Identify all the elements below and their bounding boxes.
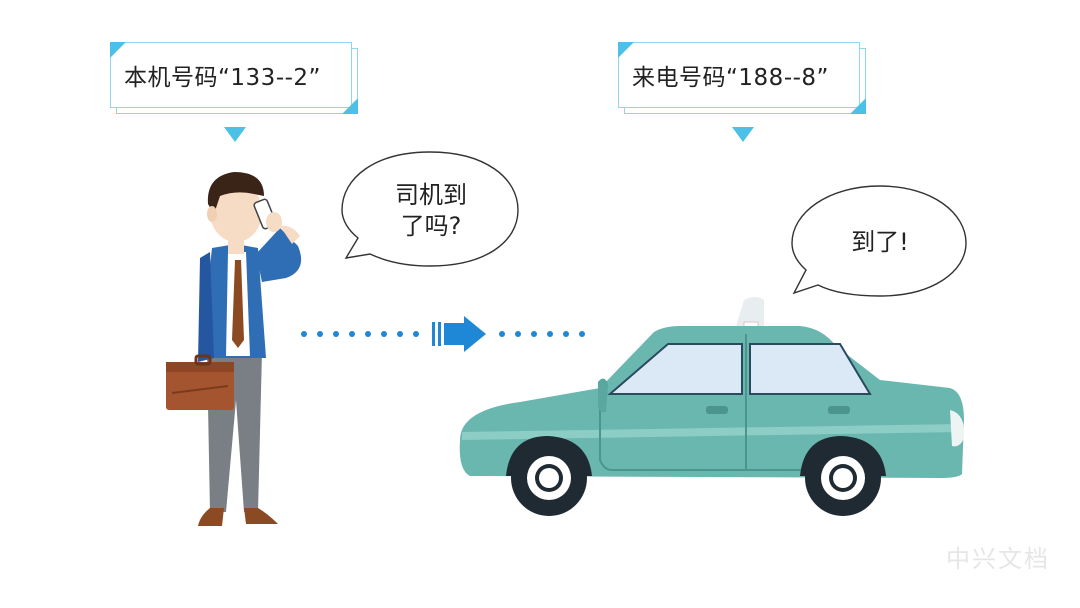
man-speech-bubble (341, 151, 519, 267)
incoming-number-text: 来电号码“188--8” (632, 65, 829, 91)
label-corner-top-left (618, 42, 634, 58)
label-corner-bottom-right (342, 98, 358, 114)
man-speech-line-2: 了吗? (400, 212, 462, 240)
car-speech-text: 到了! (851, 228, 909, 256)
label-frame-front (110, 42, 352, 108)
man-figure (166, 172, 302, 526)
taxi-icon (459, 297, 965, 516)
label-corner-bottom-right (850, 98, 866, 114)
label-corner-top-left (110, 42, 126, 58)
man-speech-line-1: 司机到 (395, 181, 467, 209)
briefcase-icon (166, 354, 234, 410)
local-number-label: 本机号码“133--2” (110, 42, 358, 114)
man-speech-text: 司机到 了吗? (386, 180, 476, 242)
incoming-number-pointer (732, 127, 754, 142)
car-speech-bubble (791, 185, 967, 297)
local-number-pointer (224, 127, 246, 142)
dotted-path (301, 331, 585, 337)
arrow-right-icon (432, 316, 486, 352)
watermark: 中兴文档 (946, 545, 1050, 573)
local-number-text: 本机号码“133--2” (124, 65, 321, 91)
incoming-number-label: 来电号码“188--8” (618, 42, 866, 114)
label-frame-front (618, 42, 860, 108)
